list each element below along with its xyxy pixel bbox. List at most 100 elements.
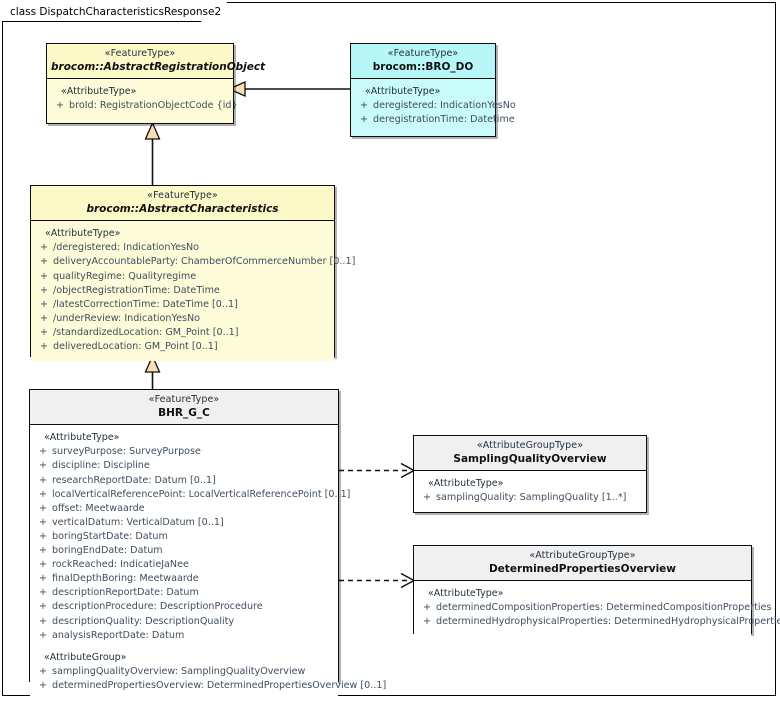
visibility-marker: +: [38, 460, 48, 472]
attribute-signature: deliveryAccountableParty: ChamberOfComme…: [53, 256, 356, 268]
attribute-signature: broId: RegistrationObjectCode {id}: [69, 100, 238, 112]
class-sampling-quality-overview[interactable]: «AttributeGroupType» SamplingQualityOver…: [413, 435, 647, 513]
attribute-signature: /standardizedLocation: GM_Point [0..1]: [53, 326, 239, 338]
visibility-marker: +: [359, 100, 369, 112]
attribute-signature: rockReached: IndicatieJaNee: [52, 559, 189, 571]
visibility-marker: +: [38, 446, 48, 458]
attribute-row: + finalDepthBoring: Meetwaarde: [34, 572, 334, 586]
attribute-row: + researchReportDate: Datum [0..1]: [34, 474, 334, 488]
visibility-marker: +: [39, 298, 49, 310]
visibility-marker: +: [39, 284, 49, 296]
class-name: brocom::AbstractCharacteristics: [86, 202, 279, 215]
visibility-marker: +: [359, 114, 369, 126]
class-header-bro-do: «FeatureType» brocom::BRO_DO: [351, 44, 495, 80]
attribute-signature: analysisReportDate: Datum: [52, 629, 185, 641]
stereotype-label: «AttributeGroupType»: [476, 440, 584, 451]
attribute-signature: offset: Meetwaarde: [52, 502, 145, 514]
attribute-group-stereotype: «AttributeType»: [365, 86, 441, 98]
attribute-group-stereotype: «AttributeType»: [428, 478, 504, 490]
class-name: BHR_G_C: [158, 406, 210, 419]
attribute-row: + /latestCorrectionTime: DateTime [0..1]: [35, 298, 330, 312]
class-body-abstract-characteristics: «AttributeType» + /deregistered: Indicat…: [31, 221, 355, 362]
visibility-marker: +: [38, 545, 48, 557]
visibility-marker: +: [422, 616, 432, 628]
attribute-row: + deregistrationTime: Datetime: [355, 113, 515, 127]
attribute-row: + /deregistered: IndicationYesNo: [35, 241, 330, 255]
attribute-signature: determinedHydrophysicalProperties: Deter…: [436, 616, 780, 628]
dependency-bhr-g-c-to-determined-properties-overview: [339, 572, 416, 589]
visibility-marker: +: [39, 312, 49, 324]
attribute-row: + localVerticalReferencePoint: LocalVert…: [34, 488, 350, 502]
visibility-marker: +: [55, 100, 65, 112]
visibility-marker: +: [39, 256, 49, 268]
visibility-marker: +: [38, 530, 48, 542]
attribute-group-stereotype: «AttributeType»: [44, 432, 120, 444]
attribute-row: + offset: Meetwaarde: [34, 502, 334, 516]
visibility-marker: +: [38, 615, 48, 627]
attribute-signature: determinedPropertiesOverview: Determined…: [52, 679, 387, 691]
attribute-signature: samplingQuality: SamplingQuality [1..*]: [436, 492, 627, 504]
class-body-sampling-quality-overview: «AttributeType» + samplingQuality: Sampl…: [414, 471, 646, 513]
class-header-determined-properties-overview: «AttributeGroupType» DeterminedPropertie…: [414, 546, 751, 582]
attribute-signature: /deregistered: IndicationYesNo: [53, 242, 200, 254]
attribute-row: + descriptionQuality: DescriptionQuality: [34, 615, 334, 629]
attribute-row: + determinedCompositionProperties: Deter…: [418, 601, 771, 615]
attribute-row: + qualityRegime: Qualityregime: [35, 270, 330, 284]
attribute-row: + rockReached: IndicatieJaNee: [34, 558, 334, 572]
class-body-determined-properties-overview: «AttributeType» + determinedCompositionP…: [414, 581, 780, 637]
class-name: DeterminedPropertiesOverview: [488, 562, 677, 575]
attribute-row: + analysisReportDate: Datum: [34, 629, 334, 643]
attribute-signature: surveyPurpose: SurveyPurpose: [52, 446, 201, 458]
class-abstract-registration-object[interactable]: «FeatureType» brocom::AbstractRegistrati…: [46, 43, 266, 124]
visibility-marker: +: [38, 679, 48, 691]
class-header-sampling-quality-overview: «AttributeGroupType» SamplingQualityOver…: [414, 436, 646, 472]
attribute-signature: researchReportDate: Datum [0..1]: [52, 474, 216, 486]
attribute-group-stereotype: «AttributeType»: [45, 228, 121, 240]
visibility-marker: +: [39, 341, 49, 353]
attribute-row: + determinedPropertiesOverview: Determin…: [34, 679, 386, 693]
attribute-signature: discipline: Discipline: [52, 460, 150, 472]
attribute-signature: localVerticalReferencePoint: LocalVertic…: [52, 488, 351, 500]
visibility-marker: +: [39, 326, 49, 338]
class-header-abstract-registration-object: «FeatureType» brocom::AbstractRegistrati…: [47, 44, 266, 80]
generalization-abstract-characteristics-to-abstract-registration-object: [144, 121, 161, 186]
visibility-marker: +: [38, 502, 48, 514]
attribute-signature: descriptionQuality: DescriptionQuality: [52, 615, 235, 627]
class-header-abstract-characteristics: «FeatureType» brocom::AbstractCharacteri…: [31, 186, 334, 222]
attribute-row: + /underReview: IndicationYesNo: [35, 312, 330, 326]
attribute-row: + samplingQualityOverview: SamplingQuali…: [34, 665, 334, 679]
attribute-signature: qualityRegime: Qualityregime: [53, 270, 197, 282]
class-bhr-g-c[interactable]: «FeatureType» BHR_G_C «AttributeType» + …: [29, 389, 386, 700]
visibility-marker: +: [38, 587, 48, 599]
attribute-row: + discipline: Discipline: [34, 459, 334, 473]
attribute-signature: /objectRegistrationTime: DateTime: [53, 284, 220, 296]
class-determined-properties-overview[interactable]: «AttributeGroupType» DeterminedPropertie…: [413, 545, 780, 637]
class-bro-do[interactable]: «FeatureType» brocom::BRO_DO «AttributeT…: [350, 43, 516, 137]
visibility-marker: +: [39, 270, 49, 282]
class-abstract-characteristics[interactable]: «FeatureType» brocom::AbstractCharacteri…: [30, 185, 355, 362]
attribute-row: + /standardizedLocation: GM_Point [0..1]: [35, 326, 330, 340]
attribute-row: + deliveredLocation: GM_Point [0..1]: [35, 340, 330, 354]
attribute-signature: determinedCompositionProperties: Determi…: [436, 602, 772, 614]
attribute-signature: deliveredLocation: GM_Point [0..1]: [53, 341, 218, 353]
class-name: brocom::AbstractRegistrationObject: [51, 60, 266, 73]
attribute-signature: boringEndDate: Datum: [52, 545, 163, 557]
attribute-signature: /latestCorrectionTime: DateTime [0..1]: [53, 298, 238, 310]
attribute-row: + samplingQuality: SamplingQuality [1..*…: [418, 491, 642, 505]
stereotype-label: «FeatureType»: [148, 394, 220, 405]
class-name: SamplingQualityOverview: [453, 452, 607, 465]
attribute-row: + deliveryAccountableParty: ChamberOfCom…: [35, 255, 355, 269]
attribute-row: + surveyPurpose: SurveyPurpose: [34, 445, 334, 459]
attribute-signature: finalDepthBoring: Meetwaarde: [52, 573, 199, 585]
visibility-marker: +: [38, 516, 48, 528]
visibility-marker: +: [39, 242, 49, 254]
class-body-bhr-g-c: «AttributeType» + surveyPurpose: SurveyP…: [30, 425, 386, 700]
attribute-signature: boringStartDate: Datum: [52, 530, 168, 542]
class-body-abstract-registration-object: «AttributeType» + broId: RegistrationObj…: [47, 79, 238, 121]
visibility-marker: +: [38, 629, 48, 641]
visibility-marker: +: [38, 488, 48, 500]
attribute-signature: deregistered: IndicationYesNo: [373, 100, 516, 112]
visibility-marker: +: [38, 665, 48, 677]
